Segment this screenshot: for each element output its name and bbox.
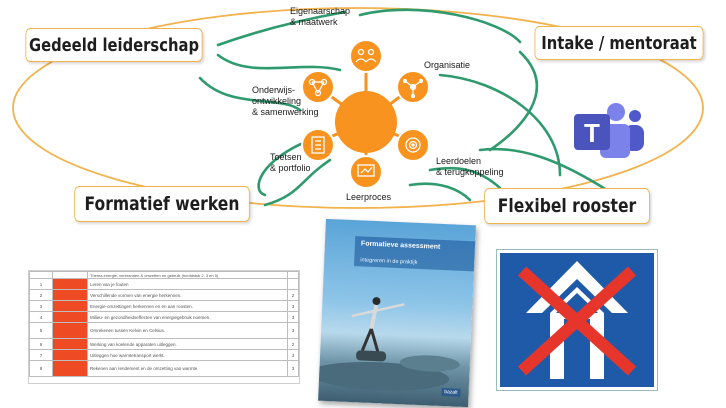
sign-graphic [517, 261, 637, 379]
svg-text:T: T [584, 118, 600, 148]
node-label-toetsen: Toetsen & portfolio [270, 152, 311, 173]
node-icons [308, 48, 424, 177]
target-icon [405, 137, 421, 153]
hub-center [335, 91, 397, 153]
label-intake-mentoraat: Intake / mentoraat [534, 26, 704, 60]
node-label-organisatie: Organisatie [424, 60, 471, 70]
connector-curves [198, 8, 612, 207]
node-leerproces [349, 155, 383, 189]
book-cover: Formatieve assessment integreren in de p… [318, 218, 476, 408]
learning-goals-table: Thema energie, verbranden & omzetten en … [28, 270, 300, 384]
connection-icon [308, 78, 328, 97]
table-header-row: Thema energie, verbranden & omzetten en … [29, 271, 299, 279]
table-header-text: Thema energie, verbranden & omzetten en … [87, 271, 288, 279]
node-label-leerproces: Leerproces [346, 192, 392, 202]
no-through-road-sign-icon [496, 249, 658, 391]
label-flexibel-rooster: Flexibel rooster [484, 188, 650, 224]
people-icon [355, 48, 377, 63]
label-formatief-werken: Formatief werken [74, 186, 250, 222]
network-icon [402, 78, 424, 99]
outer-ellipse [12, 7, 704, 209]
node-onderwijs [301, 70, 335, 104]
node-label-leerdoelen: Leerdoelen & terugkoppeling [436, 156, 504, 177]
node-label-onderwijs: Onderwijs- ontwikkeling & samenwerking [252, 85, 319, 117]
book-photo [318, 297, 460, 391]
node-eigenaarschap [349, 39, 383, 73]
presentation-icon [357, 164, 375, 177]
document-icon [311, 136, 325, 154]
node-label-eigenaarschap: Eigenaarschap & maatwerk [290, 6, 351, 27]
microsoft-teams-logo-icon: T [574, 103, 644, 158]
label-gedeeld-leiderschap: Gedeeld leiderschap [25, 28, 203, 62]
book-brand: bazalt [441, 388, 461, 397]
